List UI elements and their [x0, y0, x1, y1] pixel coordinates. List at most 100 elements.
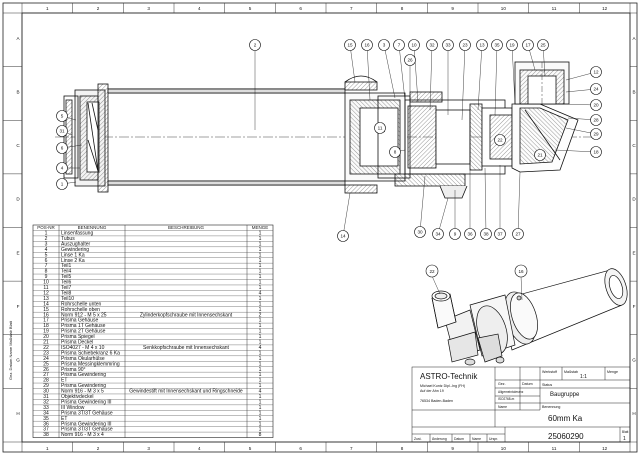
balloon-label: 31 [59, 129, 65, 134]
company-name: ASTRO-Technik [420, 372, 478, 381]
balloon-16: 16 [361, 39, 373, 51]
title-block-text: ASTRO-Technik Michael Kuntz Dipl.-Ing (F… [420, 370, 628, 442]
bom-pos: 4 [45, 247, 48, 253]
bom-name: Prisma 3T/3T Gehäuse [61, 427, 113, 433]
label-menge: Menge [607, 370, 618, 374]
bom-header: BENENNUNG [78, 225, 107, 230]
bom-qty: 1 [259, 241, 262, 247]
frame-number-top: 2 [97, 6, 100, 11]
balloon-38: 38 [480, 228, 492, 240]
bom-name: Prisma Messingklemmring [61, 361, 120, 367]
balloon-11: 11 [374, 122, 386, 134]
balloon-8: 8 [389, 146, 401, 158]
balloon-24: 24 [590, 83, 602, 95]
balloon-label: 23 [462, 43, 468, 48]
balloon-label: 14 [340, 234, 346, 239]
address-line-1: Michael Kuntz Dipl.-Ing (FH) [420, 384, 465, 388]
frame-letter-left: A [16, 36, 20, 41]
label-benennung: Benennung [542, 405, 560, 409]
label-gez: Gez. [498, 382, 506, 386]
bom-name: Linsenfassung [61, 231, 93, 237]
frame-letter-left: H [16, 411, 19, 416]
bom-qty: 1 [259, 307, 262, 313]
balloon-30: 30 [414, 226, 426, 238]
iso-balloon-22: 22 [425, 264, 439, 278]
balloon-label: 10 [411, 43, 417, 48]
bom-pos: 17 [43, 318, 49, 324]
balloon-label: 17 [525, 43, 531, 48]
balloon-7: 7 [393, 39, 405, 51]
balloon-label: 3 [383, 43, 386, 48]
label-blatt: Blatt [622, 430, 628, 434]
bom-qty: 1 [259, 236, 262, 242]
balloon-2: 2 [249, 39, 261, 51]
bom-name: Linse 1 Ka [61, 252, 85, 258]
bom-name: Prisma Okularhülse [61, 356, 105, 362]
frame-number-top: 12 [602, 6, 608, 11]
balloon-4: 4 [56, 162, 68, 174]
revision-label: Datum [454, 437, 464, 441]
bom-qty: 1 [259, 329, 262, 335]
balloon-23: 23 [459, 39, 471, 51]
balloon-9: 9 [449, 228, 461, 240]
isometric-view [431, 268, 628, 366]
bom-pos: 15 [43, 307, 49, 313]
blatt-value: 1 [623, 436, 626, 442]
bom-name: Prisma Gewindering [61, 383, 106, 389]
balloon-label: 22 [497, 138, 503, 143]
bom-header: POS-NR [37, 225, 55, 230]
bom-name: III Window [61, 405, 85, 411]
bom-qty: 4 [259, 290, 262, 296]
bom-pos: 38 [43, 432, 49, 438]
frame-letter-right: G [632, 358, 636, 363]
balloon-label: 35 [494, 43, 500, 48]
frame-letter-right: B [632, 89, 635, 94]
bom-qty: 1 [259, 410, 262, 416]
balloon-label: 7 [398, 43, 401, 48]
frame-letter-left: B [16, 89, 19, 94]
bom-name: Teil4 [61, 269, 72, 275]
status-value: Baugruppe [550, 392, 580, 398]
bom-name: Auszughalter [61, 241, 91, 247]
bom-name: ET [61, 378, 67, 384]
frame-letter-left: F [17, 304, 20, 309]
frame-number-top: 7 [350, 6, 353, 11]
bom-name: Prisma 1T Gehäuse [61, 323, 106, 329]
bom-header: BESCHREIBUNG [168, 225, 205, 230]
bom-name: Prisma Gewindering III [61, 399, 112, 405]
bom-qty: 1 [259, 296, 262, 302]
frame-number-bottom: 11 [552, 446, 557, 451]
bom-qty: 1 [259, 378, 262, 384]
bom-pos: 10 [43, 280, 49, 286]
bom-qty: 1 [259, 405, 262, 411]
frame-zone-ticks [3, 3, 637, 452]
balloon-label: 6 [61, 146, 64, 151]
balloon-label: 20 [593, 103, 599, 108]
balloon-label: 25 [540, 43, 546, 48]
balloon-19: 19 [506, 39, 518, 51]
tube [107, 88, 346, 186]
label-allgemeintoleranz: Allgemeintoleranz [498, 390, 524, 394]
frame-number-top: 9 [451, 6, 454, 11]
bom-qty: 1 [259, 269, 262, 275]
balloon-33: 33 [442, 39, 454, 51]
bom-header: MENGE [252, 225, 269, 230]
bom-pos: 32 [43, 399, 49, 405]
